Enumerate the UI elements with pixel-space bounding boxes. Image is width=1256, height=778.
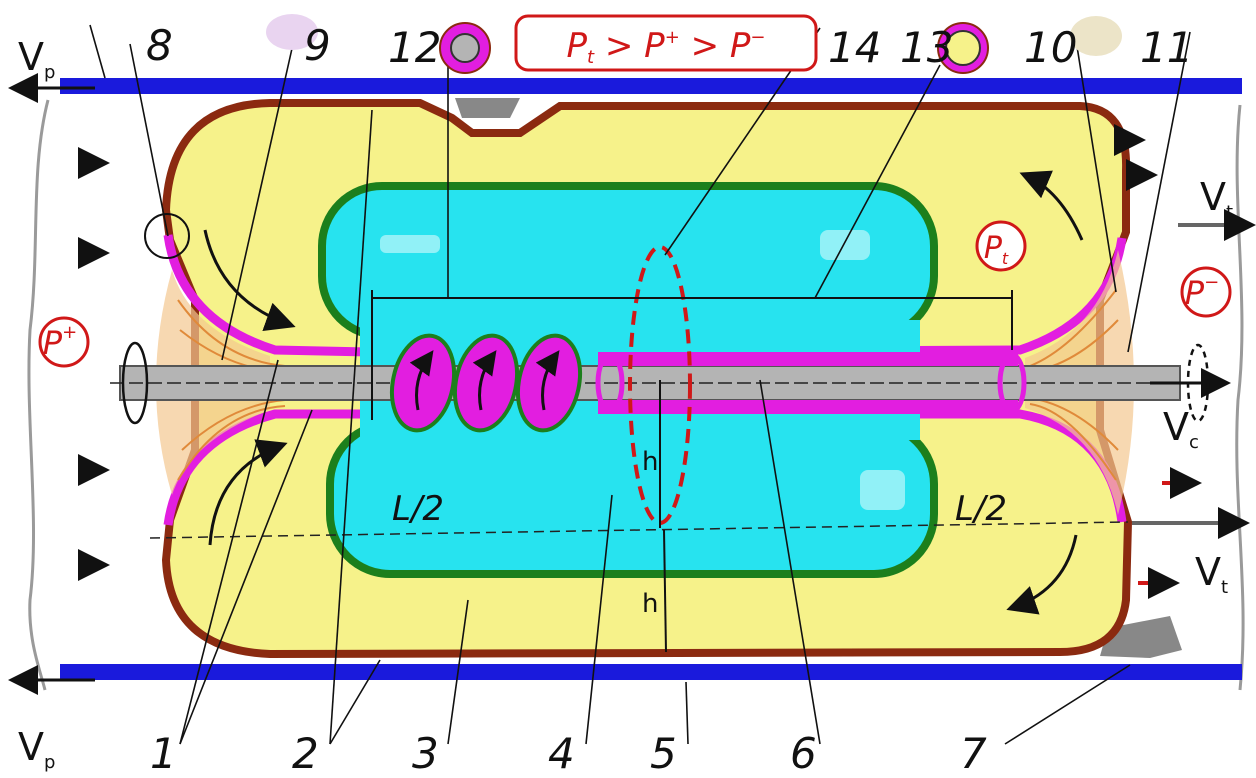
label-14: 14 <box>828 23 881 72</box>
marker-13-inner <box>945 30 981 66</box>
label-13: 13 <box>900 23 953 72</box>
rotation-right <box>1186 343 1210 423</box>
halo-10 <box>1070 16 1122 56</box>
shaft-sleeve-lower <box>598 400 1018 414</box>
impeller <box>390 333 456 433</box>
impellers <box>390 333 582 433</box>
impeller <box>516 333 582 433</box>
rotation-left <box>121 341 149 425</box>
p-minus-label: P− <box>1185 272 1219 312</box>
vp-label-bottom: Vp <box>18 725 55 773</box>
callout-numbers: 8 9 12 14 13 10 11 1 2 3 4 5 6 7 <box>146 21 1193 778</box>
p-plus-label: P+ <box>43 322 77 362</box>
pipe-left-edge <box>27 99 50 691</box>
label-9: 9 <box>304 21 331 70</box>
label-6: 6 <box>790 729 817 773</box>
label-4: 4 <box>548 729 575 773</box>
label-5: 5 <box>650 729 677 773</box>
p-minus-circle <box>1180 266 1232 318</box>
p-plus-circle <box>38 316 90 368</box>
label-7: 7 <box>960 729 987 773</box>
vt-label-top: Vt <box>1200 175 1233 223</box>
vc-label: Vc <box>1163 405 1199 453</box>
pipe-wall-bottom <box>60 664 1242 680</box>
formula-box <box>514 14 818 72</box>
water-texture <box>380 230 905 510</box>
vp-label-top: Vp <box>18 35 55 83</box>
bearing-right <box>997 352 1027 414</box>
p-t-circle <box>975 220 1027 272</box>
h-lower-label: h <box>642 589 658 619</box>
h-upper-label: h <box>642 447 658 477</box>
pipe-right-edge <box>1235 104 1245 691</box>
label-10: 10 <box>1024 23 1077 72</box>
outflow-arrows <box>1132 209 1256 539</box>
half-length-left-label: L/2 <box>392 489 444 529</box>
impeller <box>453 333 519 433</box>
h-dimension-lower <box>663 529 667 653</box>
leader-lines <box>89 24 1191 745</box>
vt-label-bottom: Vt <box>1195 550 1228 598</box>
label-3: 3 <box>412 729 439 773</box>
label-8: 8 <box>146 21 173 70</box>
pipe-wall-top <box>60 78 1242 94</box>
inner-chamber-upper <box>318 182 938 340</box>
formula-text: Pt > P+ > P− <box>567 26 766 68</box>
label-11: 11 <box>1140 23 1193 72</box>
bearing-left <box>595 352 625 414</box>
label-2: 2 <box>292 729 319 773</box>
deposit-top <box>455 98 520 118</box>
circulation-arrows <box>203 170 1084 615</box>
label-12: 12 <box>388 23 441 72</box>
marker-12-inner <box>450 33 480 63</box>
detail-circle-8 <box>144 213 190 259</box>
shaft-sleeve <box>598 352 1018 366</box>
p-t-label: Pt <box>984 231 1009 268</box>
halo-9 <box>266 14 318 50</box>
inflow-arrows <box>78 124 1202 599</box>
half-length-right-label: L/2 <box>955 489 1007 529</box>
label-1: 1 <box>150 729 177 773</box>
length-line <box>149 521 1129 539</box>
